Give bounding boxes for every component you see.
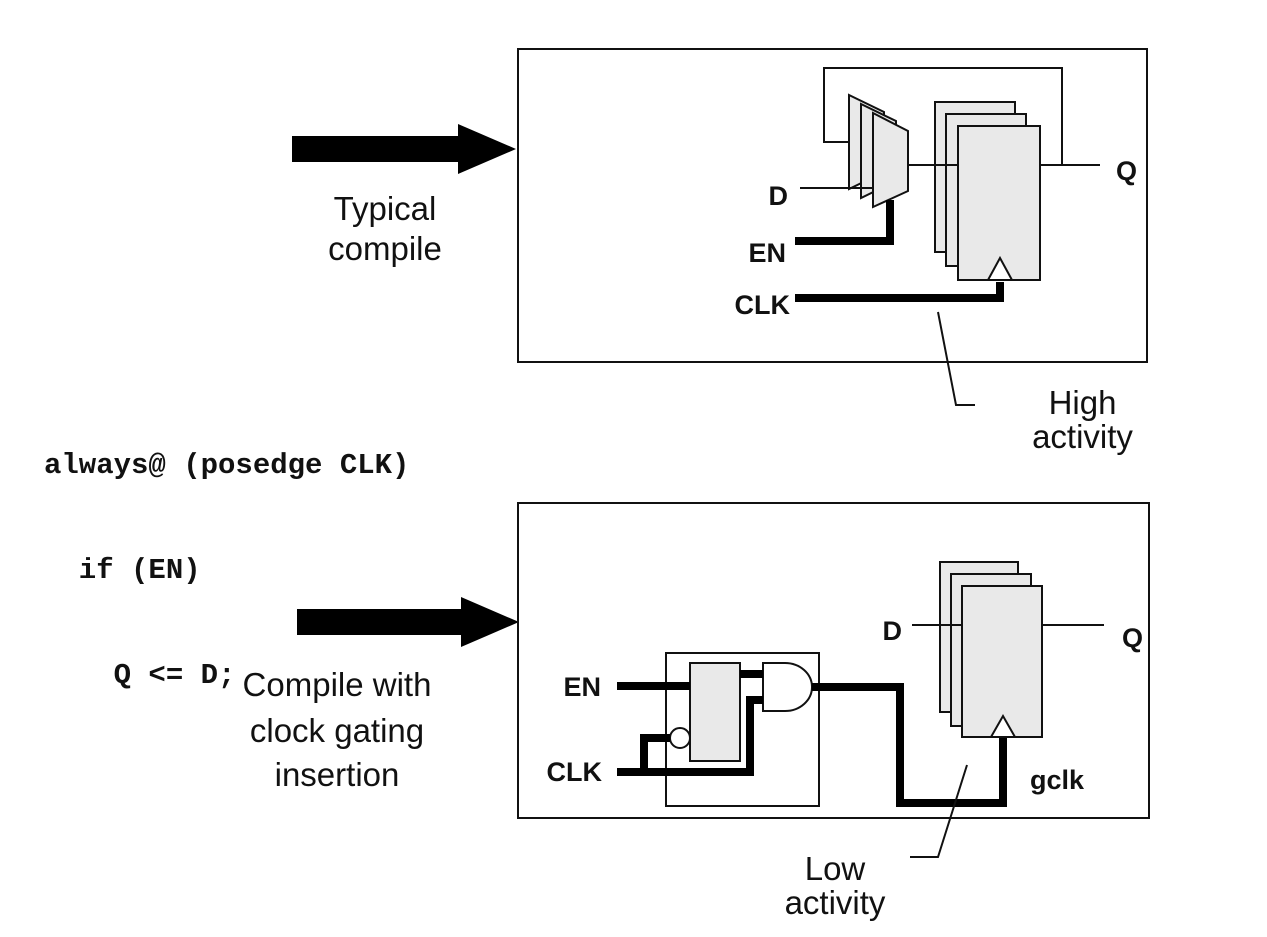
clk-gated-wire [617,696,763,776]
code-line-1: always@ (posedge CLK) [44,449,410,482]
low-activity-line1: Low [804,850,866,887]
label-en-bottom: EN [563,672,601,702]
clock-triangle [986,255,1014,281]
high-activity-line2: activity [1032,418,1133,455]
code-line-2: if (EN) [44,554,201,587]
clock-gating-caption: Compile with clock gating insertion [205,665,469,795]
typical-box [517,48,1148,363]
high-activity-pointer [937,311,975,406]
clock-triangle-gated [989,713,1017,738]
high-activity-caption: High activity [1010,383,1155,457]
gclk-wire [812,683,1007,807]
label-d-bottom: D [883,616,903,646]
high-activity-line1: High [1048,384,1117,421]
low-activity-pointer [910,764,968,858]
label-gclk: gclk [1030,765,1085,795]
gated-box [517,502,1150,819]
low-activity-caption: Low activity [760,849,910,923]
label-q-bottom: Q [1122,623,1143,653]
label-clk-top: CLK [735,290,791,320]
inverter-bubble [669,727,691,749]
and-gate [762,662,813,712]
gating-caption-line1: Compile with [242,666,432,703]
en-wire [795,200,894,245]
gating-caption-line3: insertion [274,756,400,793]
typical-compile-caption: Typical compile [300,189,470,269]
low-activity-line2: activity [784,884,886,921]
code-line-3: Q <= D; [44,659,236,692]
label-clk-bottom: CLK [547,757,603,787]
register-stack-gated [939,561,1043,738]
arrow-gated [297,597,519,647]
typical-caption-line2: compile [328,230,442,267]
clk-wire [795,282,1004,302]
clk-to-latch-wire [640,734,670,772]
mux-stack [848,93,909,209]
label-en-top: EN [748,238,786,268]
label-q-top: Q [1116,156,1137,186]
label-d-top: D [769,181,789,211]
arrow-typical [292,124,516,174]
typical-caption-line1: Typical [333,190,437,227]
latch [689,662,741,762]
register-stack [934,101,1041,281]
gating-caption-line2: clock gating [249,712,425,749]
verilog-code: always@ (posedge CLK) if (EN) Q <= D; [44,378,409,728]
